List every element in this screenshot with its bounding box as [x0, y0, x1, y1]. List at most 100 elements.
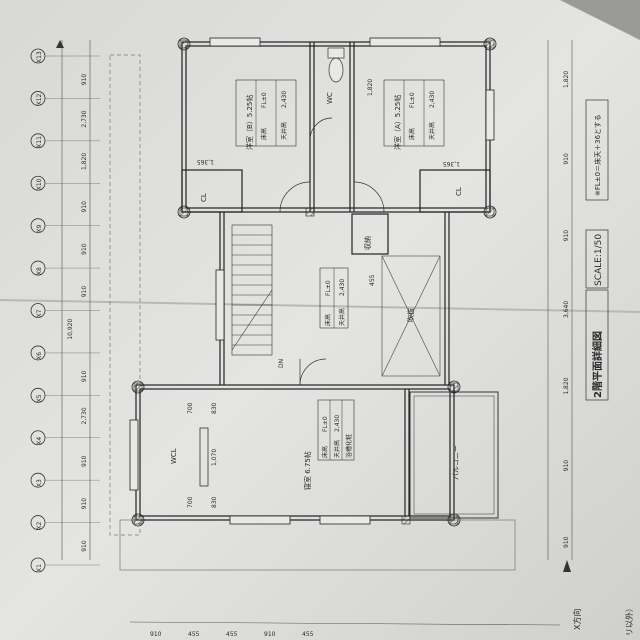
hall-ceiling: 2,430 — [339, 279, 346, 296]
bedroom-ceiling: 2,430 — [334, 415, 341, 432]
staircase — [231, 224, 273, 356]
table-edge — [560, 0, 640, 40]
dim-right-label: 910 — [563, 536, 570, 548]
dim-left-label: 910 — [81, 498, 88, 510]
dim-bottom-label: 455 — [226, 631, 238, 638]
room-a-ceiling: 2,430 — [429, 91, 436, 108]
dim-left-label: 10,920 — [67, 319, 74, 340]
dim-left-label: 910 — [81, 243, 88, 255]
bedroom-extra: 浴槽化粧 — [345, 434, 353, 458]
dim-right-label: 1,820 — [563, 377, 570, 394]
room-a-info — [383, 79, 445, 147]
room-b-info — [235, 79, 297, 147]
grid-marker-label: X10 — [36, 178, 43, 190]
dimension-lines-bottom — [129, 621, 561, 626]
dim-left-label: 910 — [81, 286, 88, 298]
dim-left-label: 910 — [81, 540, 88, 552]
bedroom-floor-label: 床高 — [321, 446, 329, 458]
dim-bottom-label: 455 — [302, 631, 314, 638]
dim-left-label: 2,730 — [81, 110, 88, 127]
dim-455: 455 — [369, 274, 376, 286]
step-dim-left: 1,365 — [197, 158, 214, 165]
room-a-label: 洋室（A）5.25帖 — [393, 95, 402, 150]
drawing-title: 2階平面詳細図 — [591, 331, 604, 398]
grid-marker-label: X3 — [36, 479, 43, 487]
grid-marker-label: X9 — [36, 225, 43, 233]
cl-right-label: CL — [455, 187, 463, 196]
room-b-ceil-label: 天井高 — [280, 122, 288, 140]
footer-left: X方向 — [572, 609, 582, 630]
dim-right-label: 910 — [563, 460, 570, 472]
grid-marker-label: X4 — [36, 437, 43, 445]
hall-info — [319, 267, 349, 329]
eaves-left — [109, 54, 141, 536]
wcl-pipe — [199, 427, 209, 487]
grid-marker-label: X8 — [36, 267, 43, 275]
hall-floor-label: 床高 — [324, 314, 332, 326]
bedroom-ceil-label: 天井高 — [333, 440, 341, 458]
doors — [279, 117, 385, 386]
dim-700a: 700 — [187, 402, 194, 414]
toilet-fixture — [327, 47, 345, 83]
bedroom-fl: FL±0 — [322, 416, 329, 432]
dim-bottom-label: 910 — [264, 631, 276, 638]
dim-left-label: 1,820 — [81, 153, 88, 170]
bedroom-label: 寝室 6.75帖 — [303, 451, 312, 490]
grid-marker-label: X13 — [36, 51, 43, 63]
room-a-fl: FL±0 — [409, 92, 416, 108]
dim-830b: 830 — [211, 496, 218, 508]
room-a-floor-label: 床高 — [408, 128, 416, 140]
room-b-ceiling: 2,430 — [281, 91, 288, 108]
dims-right: 1,820 910 910 3,640 1,820 910 910 — [563, 71, 570, 548]
grid-marker-label: X5 — [36, 394, 43, 402]
room-b-label: 洋室（B）5.25帖 — [245, 95, 254, 150]
title-block — [585, 99, 609, 401]
dim-right-label: 3,640 — [563, 301, 570, 318]
void-fukinuke — [381, 255, 441, 377]
dim-left-label: 910 — [81, 201, 88, 213]
step-dim-right: 1,365 — [443, 160, 460, 167]
dim-right-label: 910 — [563, 153, 570, 165]
dim-left-label: 910 — [81, 74, 88, 86]
cl-left-label: CL — [200, 193, 208, 202]
grid-marker-label: X6 — [36, 352, 43, 360]
balcony-label: バルコニー — [452, 445, 460, 480]
grid-marker-label: X2 — [36, 521, 43, 529]
wcl-label: WCL — [170, 448, 178, 464]
dimension-lines-left — [61, 40, 91, 560]
room-b-floor-label: 床高 — [260, 128, 268, 140]
dim-1820: 1,820 — [367, 79, 374, 96]
hall-ceil-label: 天井高 — [338, 308, 346, 326]
footer-right: リ以外） — [624, 604, 634, 636]
drawing-scale: SCALE:1/50 — [594, 234, 604, 286]
balcony-outline — [409, 391, 499, 519]
dims-outer-left: 910 2,730 1,820 910 910 910 10,920 910 2,730 910 9… — [67, 74, 88, 552]
grid-marker-label: X1 — [36, 564, 43, 572]
grid-marker-label: X7 — [36, 309, 43, 317]
grid-marker-label: X12 — [36, 93, 43, 105]
dims-bottom: 910 455 455 910 455 — [150, 631, 314, 638]
dim-right-label: 910 — [563, 230, 570, 242]
dim-bottom-label: 910 — [150, 631, 162, 638]
dn-label: DN — [278, 359, 285, 368]
grid-marker-label: X11 — [36, 136, 43, 148]
storage-label: 収納 — [363, 236, 372, 250]
hall-fl: FL±0 — [325, 280, 332, 296]
void-label: 吹抜 — [406, 308, 415, 322]
drawing-note: ※FL±0＝床天＋36とする — [593, 114, 602, 196]
dim-left-label: 2,730 — [81, 407, 88, 424]
bedroom-info — [317, 399, 355, 461]
column-circles — [131, 37, 497, 527]
dim-left-label: 910 — [81, 455, 88, 467]
dim-right-label: 1,820 — [563, 71, 570, 88]
dim-bottom-label: 455 — [188, 631, 200, 638]
balcony-inner — [413, 395, 495, 515]
room-a-ceil-label: 天井高 — [428, 122, 436, 140]
room-b-fl: FL±0 — [261, 92, 268, 108]
windows — [129, 37, 495, 525]
dim-1070: 1,070 — [211, 449, 218, 466]
dimension-lines-right — [547, 40, 573, 560]
